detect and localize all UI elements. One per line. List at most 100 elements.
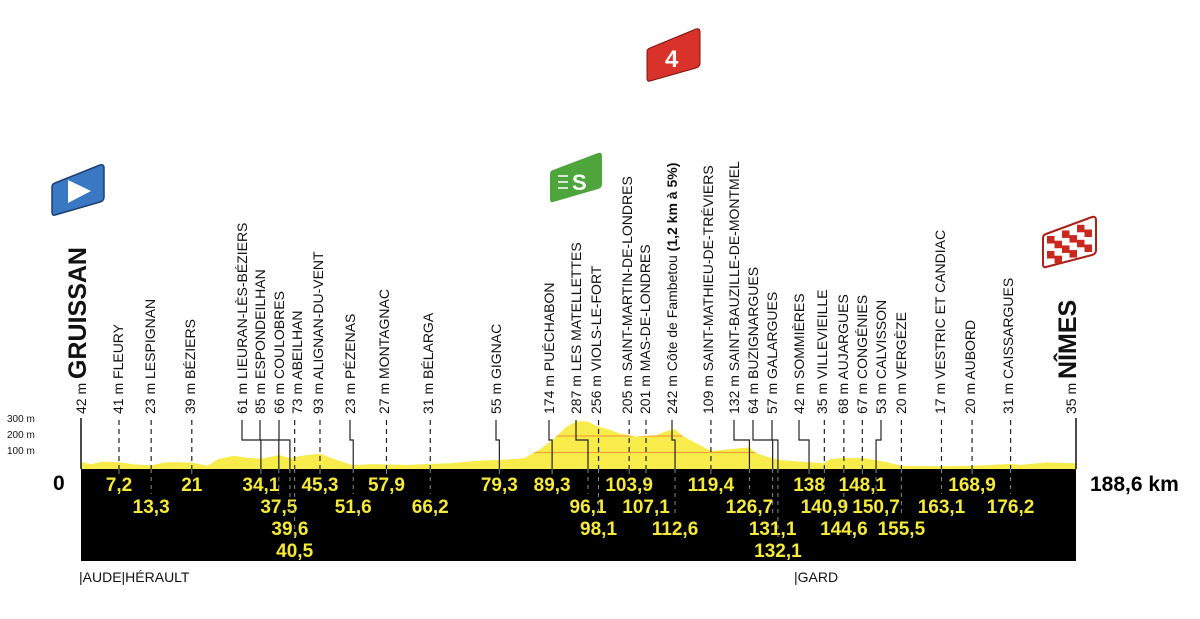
km-marker: 138 [793,475,825,496]
waypoint-label: 57 m GALARGUES [764,292,780,414]
waypoint-label: 23 m PÉZENAS [342,314,358,414]
waypoint-label: 205 m SAINT-MARTIN-DE-LONDRES [619,176,635,414]
elevation-profile [81,421,1076,469]
waypoint-elevation: 67 m [854,383,870,414]
waypoint-elevation: 61 m [234,383,250,414]
waypoint-elevation: 57 m [764,383,780,414]
waypoint-label: 20 m VERGÈZE [893,312,909,414]
waypoint-elevation: 73 m [289,383,305,414]
km-marker: 144,6 [820,519,868,540]
km-marker: 131,1 [749,519,797,540]
waypoint-name: GIGNAC [488,324,504,379]
waypoint-elevation: 41 m [110,383,126,414]
km-marker: 168,9 [948,475,996,496]
waypoint-elevation: 55 m [488,383,504,414]
waypoint-label: 17 m VESTRIC ET CANDIAC [932,230,948,414]
waypoint-label: 27 m MONTAGNAC [376,289,392,414]
climb-category: 4 [665,46,679,73]
waypoint-connector [548,420,553,469]
department-gard: |GARD [794,569,838,585]
waypoint-label: 23 m LESPIGNAN [142,299,158,414]
waypoint-label: 31 m BÉLARGA [420,312,436,414]
waypoint-name: FLEURY [110,323,126,379]
waypoint-label: 61 m LIEURAN-LÈS-BÉZIERS [234,223,250,414]
waypoint-name: ESPONDEILHAN [252,269,268,379]
waypoint-elevation: 23 m [142,383,158,414]
km-marker: 34,1 [242,475,279,496]
waypoint-label: 64 m BUZIGNARGUES [745,267,761,414]
finish-badge [1042,215,1097,269]
waypoint-connector [771,420,779,469]
waypoint-name: MAS-DE-LONDRES [637,244,653,371]
km-marker: 57,9 [368,475,405,496]
waypoint-name: GRUISSAN [64,247,92,379]
waypoint-label: 242 m Côte de Fambetou (1,2 km à 5%) [664,163,680,414]
km-marker: 13,3 [133,497,170,518]
waypoint-label: 256 m VIOLS-LE-FORT [588,265,604,414]
waypoint-name: VERGÈZE [893,312,909,379]
waypoint-elevation: 132 m [726,375,742,414]
waypoint-elevation: 27 m [376,383,392,414]
waypoint-connector [259,420,280,469]
waypoint-name: SAINT-MARTIN-DE-LONDRES [619,176,635,371]
waypoint-elevation: 35 m [1063,383,1079,414]
waypoint-label: 174 m PUÉCHABON [541,283,557,415]
waypoint-elevation: 85 m [252,383,268,414]
waypoint-connector [495,420,500,469]
waypoint-name: Côte de Fambetou [664,255,680,371]
start-badge [51,164,105,216]
waypoint-name: LESPIGNAN [142,299,158,379]
waypoint-elevation: 66 m [271,383,287,414]
waypoint-name: VIOLS-LE-FORT [588,265,604,371]
km-marker: 112,6 [652,519,699,540]
waypoint-connector [575,420,589,469]
play-icon [68,180,91,203]
start-km-label: 0 [53,472,65,495]
waypoint-name: ABEILHAN [289,311,305,380]
waypoint-label: 68 m AUJARGUES [835,294,851,414]
km-marker: 39,6 [271,519,308,540]
km-marker: 96,1 [570,497,607,518]
km-marker: 132,1 [754,541,802,562]
waypoint-label: 67 m CONGÉNIES [854,295,870,414]
total-distance-label: 188,6 km [1090,473,1179,496]
km-marker: 89,3 [534,475,571,496]
waypoint-elevation: 39 m [182,383,198,414]
waypoint-name: SAINT-MATHIEU-DE-TRÉVIERS [700,165,716,371]
waypoint-label: 55 m GIGNAC [488,324,504,414]
waypoint-label: 41 m FLEURY [110,323,126,414]
km-marker: 103,9 [605,475,653,496]
waypoint-label: 109 m SAINT-MATHIEU-DE-TRÉVIERS [700,165,716,414]
waypoint-elevation: 42 m [73,383,89,414]
km-marker: 148,1 [839,475,887,496]
checkered-flag-icon [1047,224,1092,264]
waypoint-label: 53 m CALVISSON [873,300,889,414]
waypoint-name: AUBORD [962,320,978,380]
waypoint-elevation: 53 m [873,383,889,414]
km-marker: 126,7 [726,497,774,518]
sprint-icon: S [572,170,587,195]
waypoint-elevation: 17 m [932,383,948,414]
waypoint-name: BÉLARGA [420,312,436,379]
waypoint-label: 73 m ABEILHAN [289,311,305,415]
waypoint-label: 93 m ALIGNAN-DU-VENT [310,251,326,414]
waypoint-elevation: 31 m [420,383,436,414]
waypoint-name: GALARGUES [764,292,780,379]
waypoint-label: 35 m VILLEVIEILLE [814,289,830,414]
waypoint-elevation: 64 m [745,383,761,414]
waypoint-elevation: 68 m [835,383,851,414]
waypoint-label: 287 m LES MATELLETTES [568,242,584,414]
waypoint-label: 201 m MAS-DE-LONDRES [637,244,653,414]
waypoint-name: SOMMIÈRES [791,293,807,379]
km-marker: 155,5 [878,519,926,540]
km-marker: 176,2 [987,497,1035,518]
waypoint-elevation: 20 m [893,383,909,414]
waypoint-connector [241,420,262,469]
waypoint-label: 20 m AUBORD [962,320,978,414]
waypoint-name: BUZIGNARGUES [745,267,761,379]
km-marker: 119,4 [688,475,735,496]
waypoint-connector [798,420,810,469]
waypoint-elevation: 93 m [310,383,326,414]
sprint-badge: S [550,152,602,203]
